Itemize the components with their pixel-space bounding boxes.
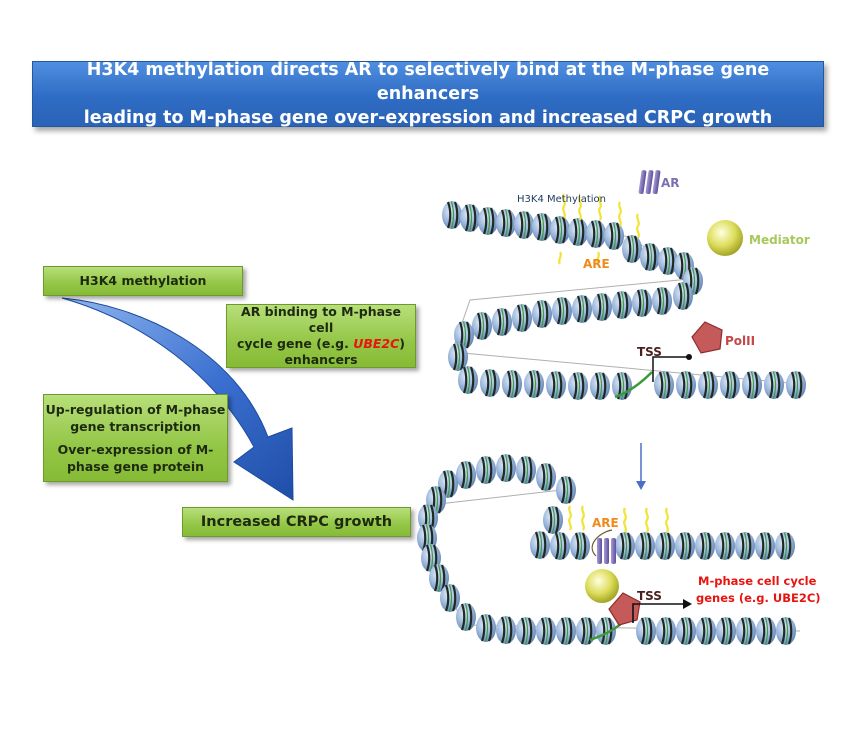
h3k4-methylation-label: H3K4 Methylation (517, 194, 606, 205)
ar-binding-line-1: AR binding to M-phase cell (241, 304, 401, 335)
h3k4-methylation-box: H3K4 methylation (43, 266, 243, 296)
mphase-genes-line-1: M-phase cell cycle (698, 574, 817, 588)
bottom-ar-receptor-icon (597, 538, 616, 564)
top-methylation-marks (558, 193, 640, 265)
h3k4-methylation-box-text: H3K4 methylation (79, 273, 207, 288)
ar-binding-line-2-suffix: ) (399, 336, 406, 351)
ar-receptor-icon (638, 170, 661, 195)
polii-icon (691, 321, 723, 354)
upregulation-line-1: Up-regulation of M-phase (45, 402, 226, 417)
ar-label: AR (661, 176, 680, 190)
tss-top-arrowhead (686, 354, 692, 360)
down-arrowhead (636, 481, 646, 490)
increased-growth-box: Increased CRPC growth (182, 507, 411, 537)
overexpression-line-1: Over-expression of M- (57, 442, 214, 457)
ube2c-gene-label: UBE2C (353, 336, 400, 351)
top-nucleosome-fiber (440, 199, 808, 402)
mediator-label: Mediator (749, 233, 810, 247)
are-top-label: ARE (583, 257, 610, 271)
tss-bottom-arrowhead (683, 599, 692, 609)
tss-bottom-label: TSS (637, 589, 662, 603)
ar-binding-line-3: enhancers (284, 352, 358, 367)
title-line-1: H3K4 methylation directs AR to selective… (86, 60, 770, 104)
tss-bottom-arrow (632, 603, 684, 623)
ar-binding-line-2: cycle gene (e.g. UBE2C) (237, 336, 405, 352)
are-bottom-label: ARE (592, 516, 619, 530)
increased-growth-text: Increased CRPC growth (200, 514, 393, 530)
tss-top-arrow (652, 356, 688, 382)
ar-binding-box: AR binding to M-phase cell cycle gene (e… (226, 304, 416, 368)
title-line-2: leading to M-phase gene over-expression … (83, 108, 773, 128)
mediator-icon (707, 220, 743, 256)
upregulation-line-2: gene transcription (70, 419, 201, 434)
tss-top-label: TSS (637, 345, 662, 359)
bottom-methylation-marks (568, 505, 669, 533)
upregulation-box: Up-regulation of M-phase gene transcript… (43, 394, 228, 482)
bottom-mediator-icon (585, 569, 619, 603)
top-green-strand (614, 371, 653, 399)
mphase-genes-line-2: genes (e.g. UBE2C) (696, 591, 821, 605)
ar-bridge-line (591, 529, 613, 557)
ar-binding-line-2-prefix: cycle gene (e.g. (236, 336, 354, 351)
flow-arrow (61, 297, 294, 501)
overexpression-line-2: phase gene protein (66, 459, 205, 474)
title-banner: H3K4 methylation directs AR to selective… (32, 60, 824, 128)
polii-label: PolII (725, 334, 755, 348)
